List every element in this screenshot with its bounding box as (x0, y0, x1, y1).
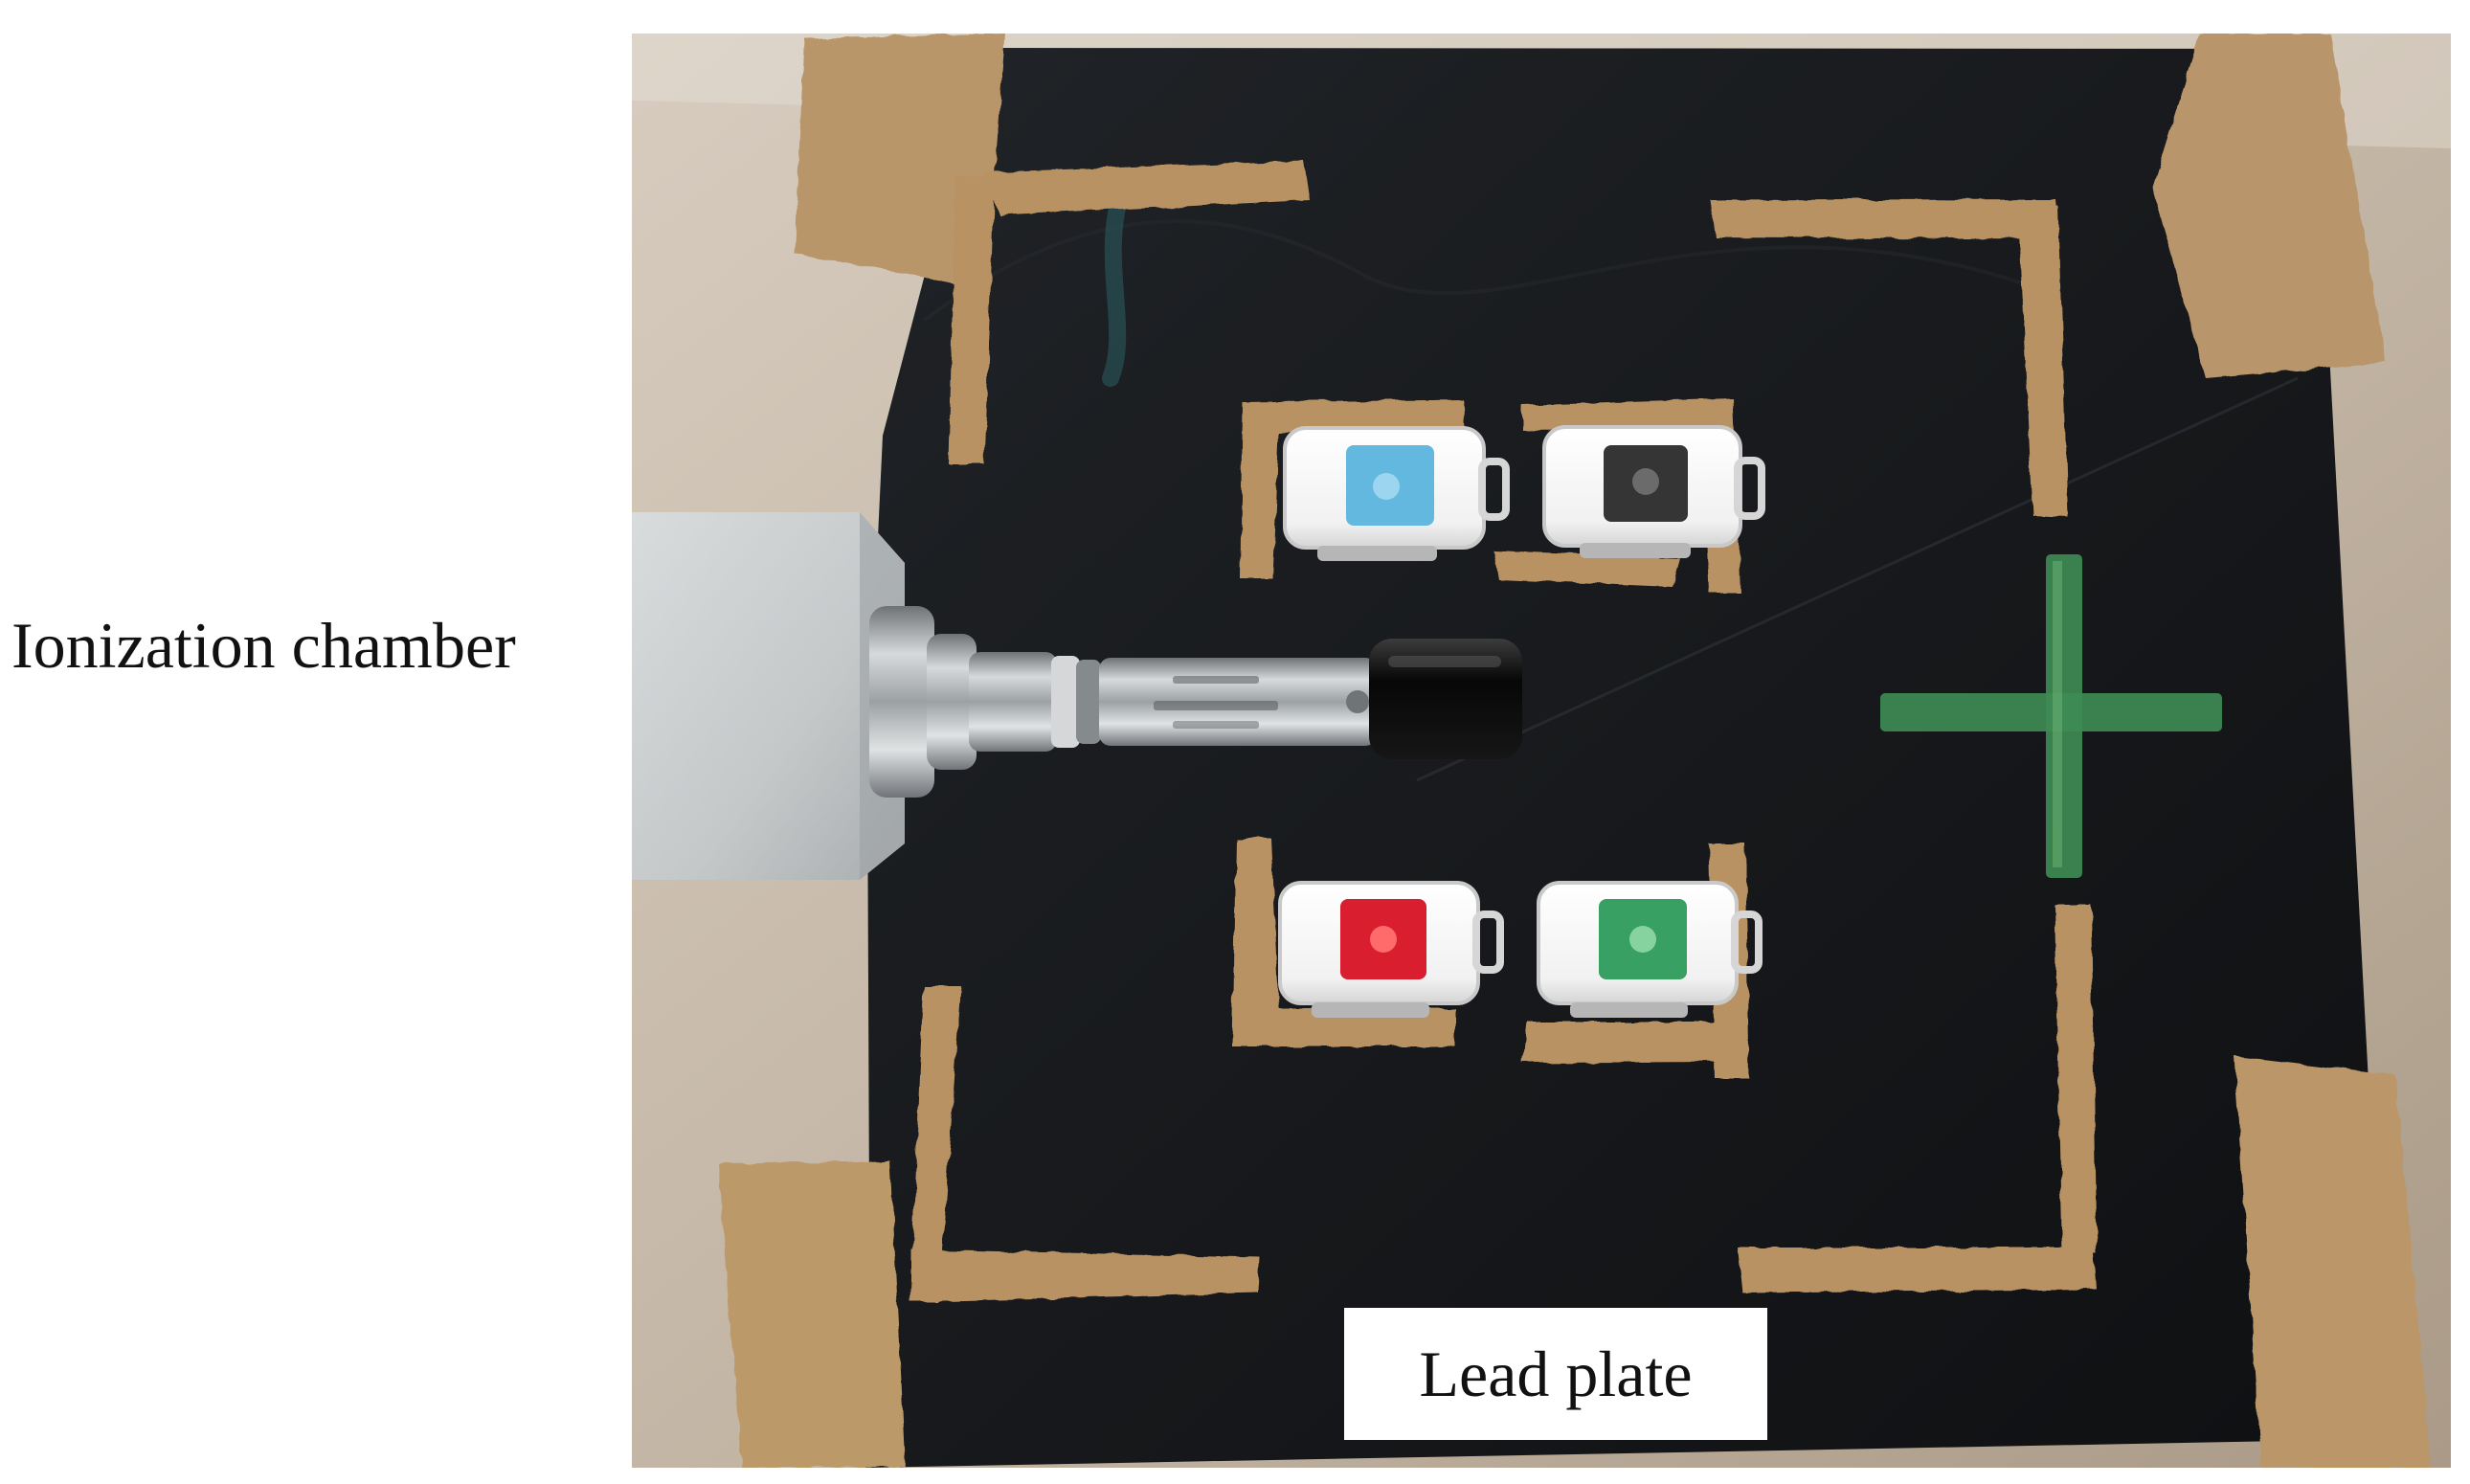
green-cross-horizontal (1880, 693, 2222, 731)
black-dosimeter-clip (1734, 457, 1765, 520)
green-dosimeter-clip (1731, 911, 1763, 974)
chamber-ring-1 (1051, 656, 1080, 748)
green-dosimeter-mount (1522, 843, 1763, 1078)
blue-dosimeter-tape-holder (1241, 399, 1465, 579)
green-dosimeter-sensor (1629, 926, 1656, 953)
bottom-left-tape (718, 1161, 906, 1468)
experimental-setup-scene (632, 34, 2451, 1468)
blue-dosimeter-clip (1478, 458, 1510, 521)
red-dosimeter-mount (1232, 839, 1504, 1046)
red-dosimeter-sensor (1370, 926, 1397, 953)
black-dosimeter-tape-holder (1522, 398, 1740, 593)
chamber-black-cap (1369, 639, 1522, 759)
blue-dosimeter-mount (1241, 399, 1510, 579)
bottom-right-bracket-horizontal (1738, 1248, 2097, 1293)
green-cross-marker (1880, 554, 2222, 878)
chamber-flange (869, 606, 934, 798)
chamber-marking-bottom (1173, 721, 1259, 729)
blue-residue-mark (1102, 188, 1129, 387)
dosimeter-group (1232, 398, 1765, 1078)
red-dosimeter-clip (1472, 911, 1504, 974)
green-cross-highlight (2053, 561, 2062, 867)
blue-dosimeter-sensor (1373, 473, 1400, 500)
red-dosimeter-tape-holder (1232, 839, 1455, 1046)
chamber-neck (969, 652, 1057, 752)
lead-plate-label: Lead plate (1344, 1308, 1767, 1440)
green-dosimeter-base (1570, 1002, 1688, 1018)
corner-bracket-group (910, 161, 2097, 1302)
top-right-bracket-horizontal (1711, 199, 2059, 239)
corner-tape-group (718, 34, 2432, 1468)
chamber-ring-2 (1076, 660, 1101, 744)
black-dosimeter-mount (1493, 398, 1765, 593)
bottom-left-bracket-horizontal (911, 1249, 1260, 1302)
top-right-tape (2152, 34, 2386, 378)
chamber-housing (632, 512, 905, 880)
chamber-coupler (927, 634, 977, 770)
top-left-tape (795, 34, 1005, 290)
black-dosimeter-lower-tape (1493, 551, 1680, 587)
experimental-setup-photo (632, 34, 2451, 1468)
top-right-bracket-vertical (2018, 201, 2068, 517)
bottom-right-tape (2234, 1056, 2432, 1468)
black-dosimeter-sensor (1632, 468, 1659, 495)
chamber-screw (1346, 690, 1369, 713)
ionization-chamber-label: Ionization chamber (11, 609, 516, 682)
bottom-left-bracket-vertical (910, 986, 961, 1302)
top-left-bracket-vertical (949, 175, 995, 464)
blue-dosimeter-base (1317, 546, 1437, 561)
green-dosimeter-lower-tape (1522, 1022, 1740, 1063)
bottom-right-bracket-vertical (2055, 905, 2097, 1254)
chamber-marking-middle (1154, 701, 1278, 710)
plate-scratch-mark (1416, 376, 2299, 782)
top-left-bracket-horizontal (983, 161, 1310, 215)
ionization-chamber-assembly (632, 512, 1522, 880)
red-dosimeter-base (1312, 1002, 1429, 1018)
black-dosimeter-base (1580, 543, 1691, 558)
chamber-cap-highlight (1388, 656, 1501, 667)
chamber-marking-top (1173, 676, 1259, 684)
